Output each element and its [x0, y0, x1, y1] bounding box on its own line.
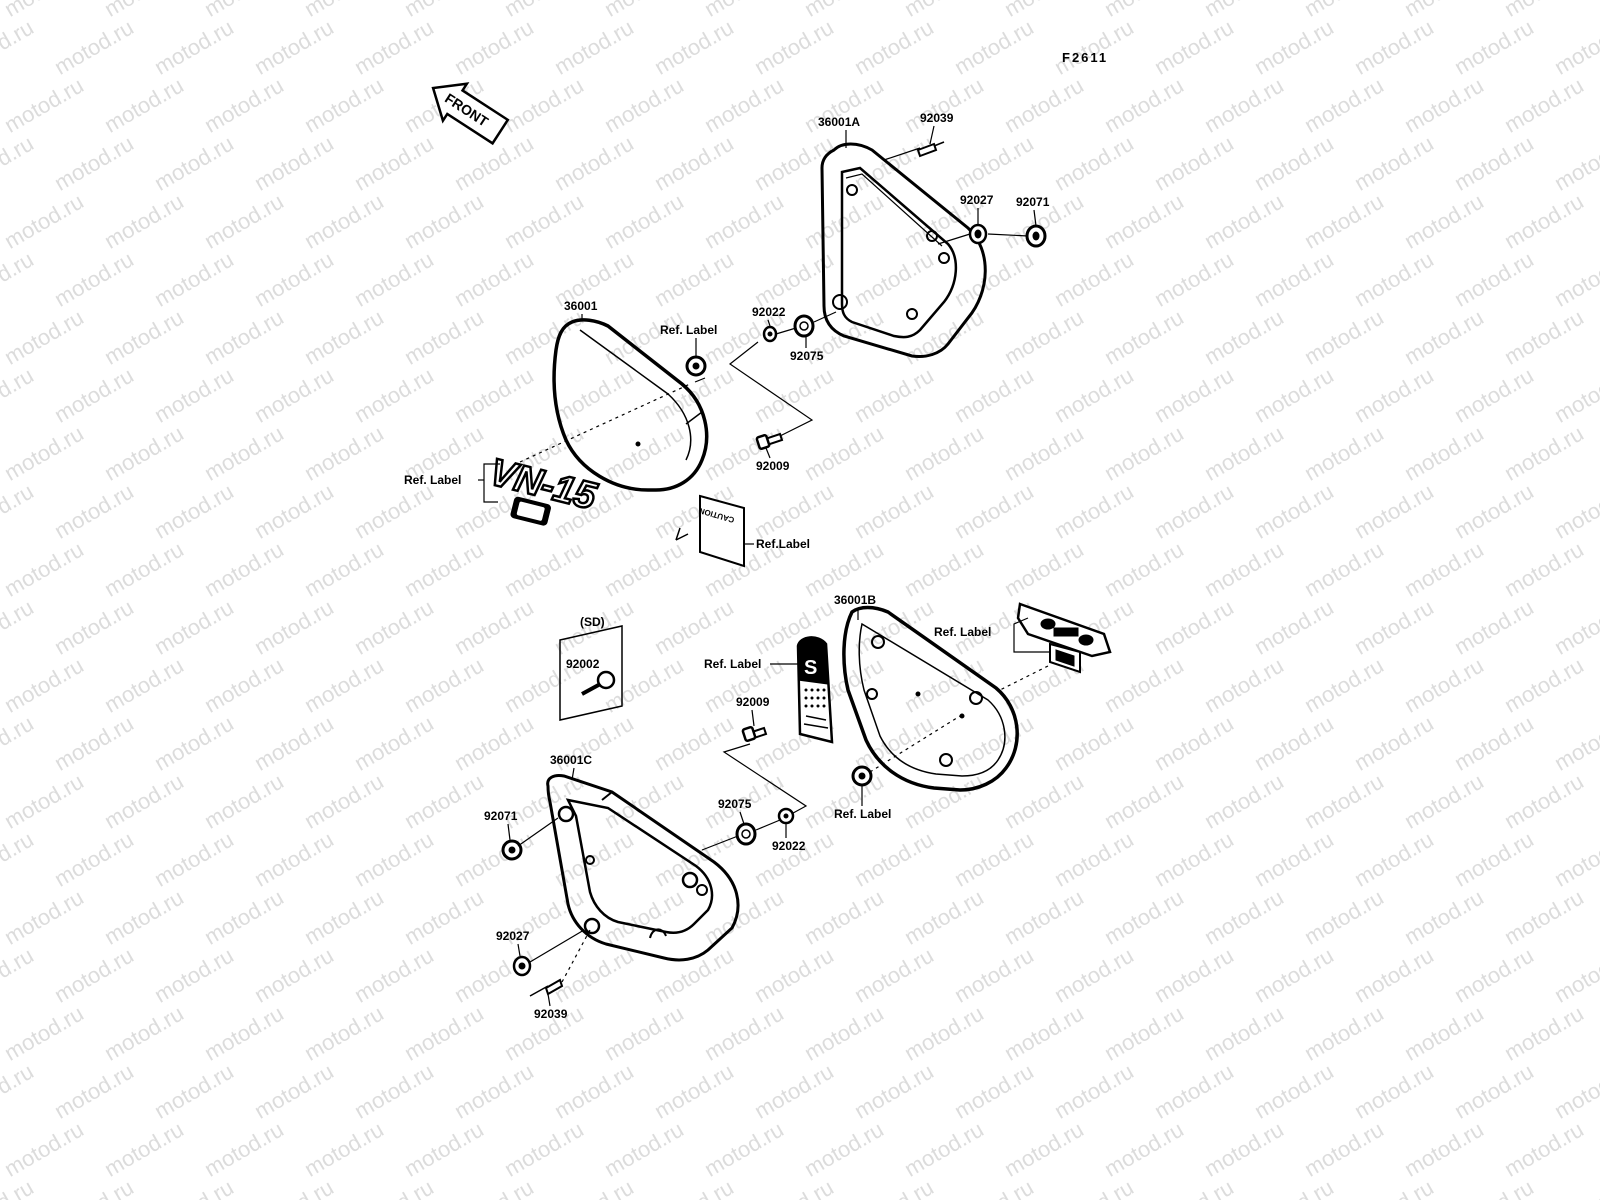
figure-code: F2611 [1062, 50, 1108, 65]
sd-box [559, 625, 623, 721]
callout-92027-bottom: 92027 [496, 929, 530, 943]
emblem-upper-right [999, 602, 1112, 691]
callout-ref-label-5: Ref. Label [704, 657, 761, 671]
bracket-ref-label-upper-right [1013, 617, 1050, 653]
callout-92075-bottom: 92075 [718, 797, 752, 811]
callout-sd: (SD) [580, 615, 605, 629]
caution-label: CAUTION [698, 494, 754, 568]
bolt-92009-bottom [741, 726, 768, 742]
callout-92071-bottom: 92071 [484, 809, 518, 823]
side-cover-frame-36001c [546, 774, 740, 962]
callout-92039-top: 92039 [920, 111, 954, 125]
washer-92022-top [762, 325, 778, 343]
callout-92002: 92002 [566, 657, 600, 671]
callout-92027-top: 92027 [960, 193, 994, 207]
callout-ref-label-1: Ref. Label [660, 323, 717, 337]
bolt-92009-top [755, 432, 784, 450]
washer-92022-bottom [755, 807, 795, 831]
grommet-92071-bottom [501, 817, 559, 861]
bracket-ref-label-left [483, 463, 500, 503]
callout-92039-bottom: 92039 [534, 1007, 568, 1021]
svg-text:S: S [804, 657, 817, 679]
bracket-92009-top [728, 341, 814, 437]
callout-36001c: 36001C [550, 753, 592, 767]
callout-92075-top: 92075 [790, 349, 824, 363]
pin-92039-bottom [529, 929, 591, 997]
pin-92039-top [883, 141, 945, 161]
collar-92075-bottom [701, 822, 757, 851]
grommet-ref-label-bottom [851, 715, 961, 787]
s-label: S [796, 636, 834, 744]
side-cover-frame-36001a [820, 142, 987, 358]
callout-36001b: 36001B [834, 593, 876, 607]
tick-mark-left [675, 527, 681, 541]
grommet-92071-top [987, 224, 1047, 248]
collar-92075-top [775, 311, 837, 338]
grommet-ref-label-top [685, 355, 707, 377]
callout-92009-bottom: 92009 [736, 695, 770, 709]
front-arrow: FRONT [431, 82, 510, 146]
callout-92071-top: 92071 [1016, 195, 1050, 209]
callout-92009-top: 92009 [756, 459, 790, 473]
callout-ref-label-4: Ref. Label [934, 625, 991, 639]
side-cover-36001 [519, 318, 709, 492]
callout-92022-bottom: 92022 [772, 839, 806, 853]
grommet-92027-bottom [512, 929, 585, 977]
callout-ref-label-3: Ref.Label [756, 537, 810, 551]
callout-92022-top: 92022 [752, 305, 786, 319]
grommet-92027-top [937, 223, 988, 245]
callout-ref-label-2: Ref. Label [404, 473, 461, 487]
callout-36001: 36001 [564, 299, 598, 313]
bracket-92009-bottom [722, 743, 808, 819]
callout-36001a: 36001A [818, 115, 860, 129]
callout-ref-label-6: Ref. Label [834, 807, 891, 821]
side-cover-36001b [842, 605, 1019, 792]
